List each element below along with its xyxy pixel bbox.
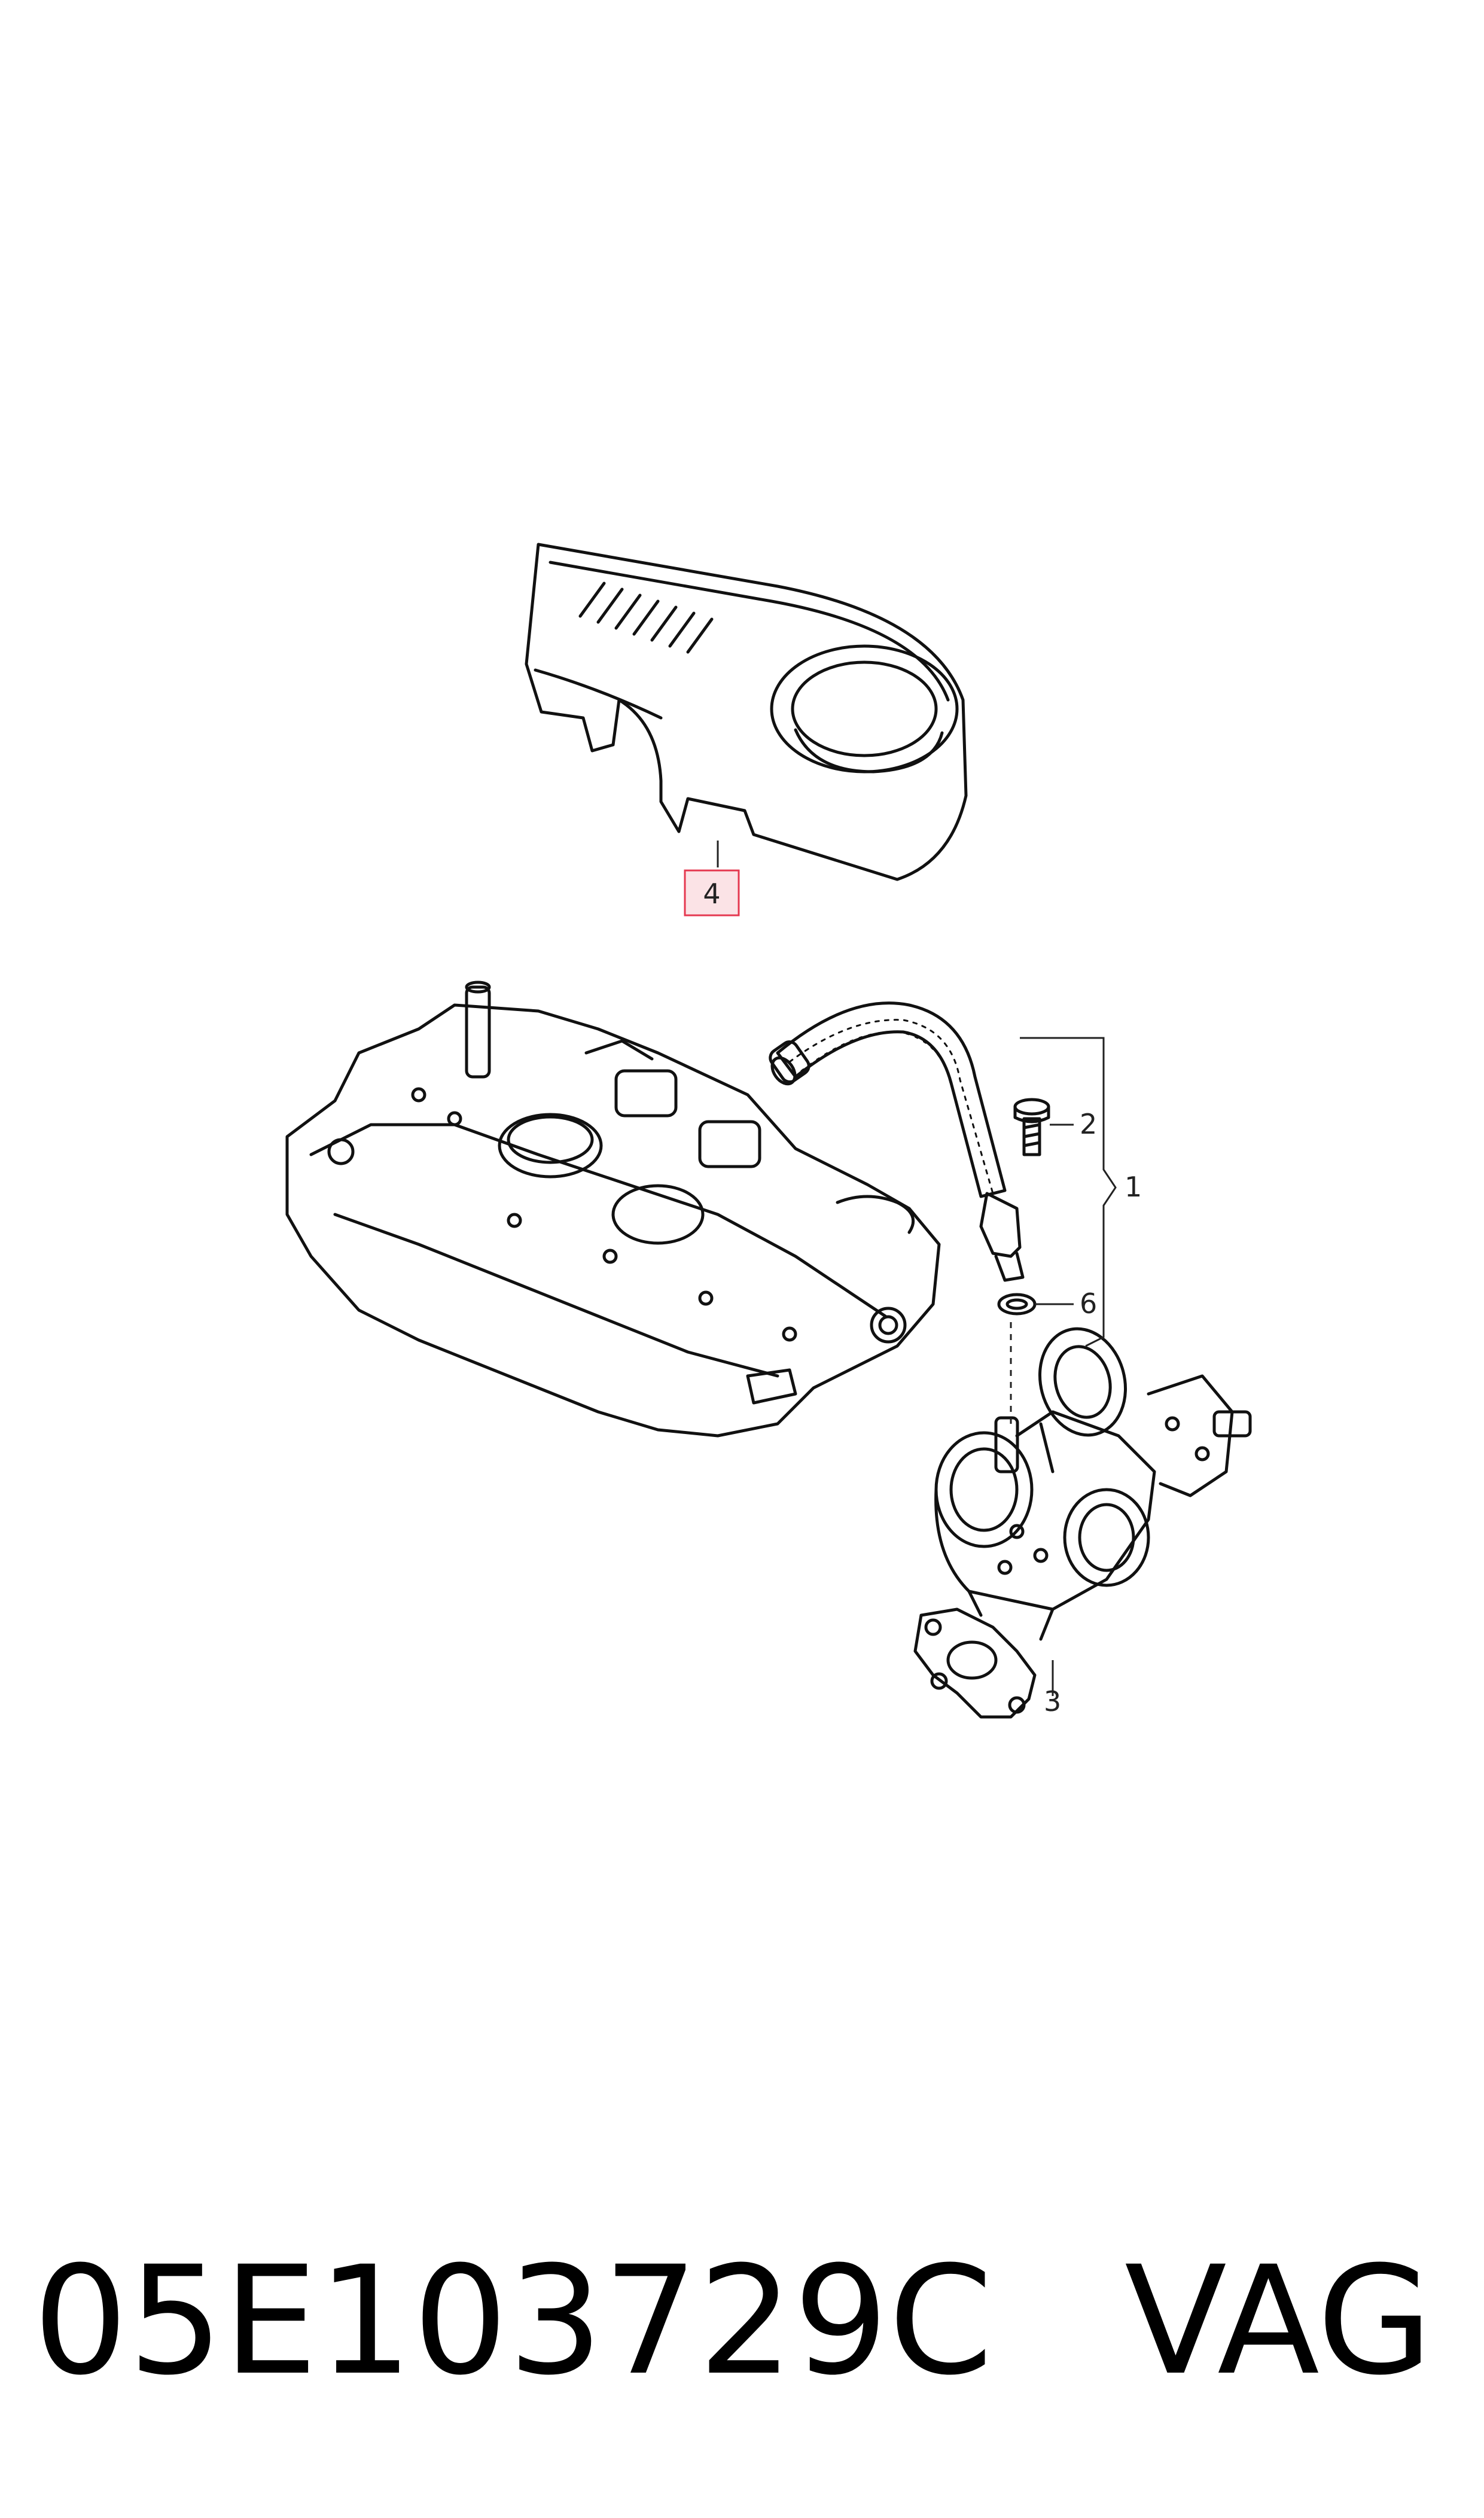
breather-hose-illustration bbox=[769, 1001, 1025, 1282]
cylinder-head-illustration bbox=[285, 981, 941, 1438]
leader-lines bbox=[717, 841, 1117, 1696]
callout-6[interactable]: 6 bbox=[1080, 1287, 1097, 1320]
callout-4[interactable]: 4 bbox=[703, 878, 720, 910]
seal-ring-illustration bbox=[997, 1293, 1037, 1316]
turbocharger-illustration bbox=[913, 1327, 1252, 1719]
callout-1[interactable]: 1 bbox=[1125, 1171, 1142, 1203]
callout-4-highlight-box bbox=[684, 869, 740, 917]
part-number: 05E103729C bbox=[33, 2234, 993, 2408]
callout-3[interactable]: 3 bbox=[1044, 1685, 1061, 1718]
brand-name: VAG bbox=[1125, 2234, 1433, 2408]
engine-cover-illustration bbox=[525, 543, 968, 881]
parts-diagram: 4 2 1 6 3 bbox=[285, 543, 1252, 1719]
callout-2[interactable]: 2 bbox=[1080, 1108, 1097, 1140]
footer: 05E103729C VAG bbox=[0, 2184, 1484, 2459]
screw-illustration bbox=[1013, 1098, 1050, 1156]
